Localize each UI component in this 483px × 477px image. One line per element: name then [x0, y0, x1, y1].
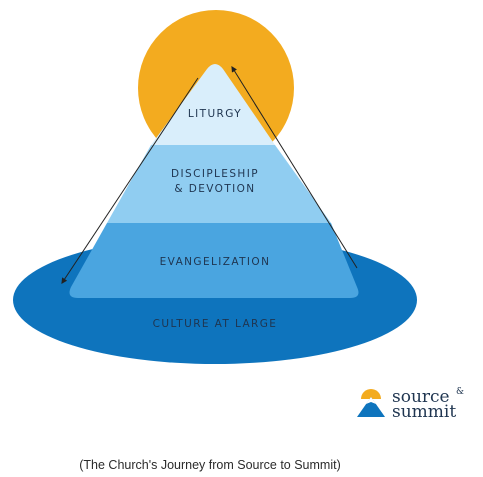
tier-label-discipleship-line1: DISCIPLESHIP [171, 168, 259, 180]
brand-logo: source & summit [357, 387, 464, 422]
brand-name-line2: summit [392, 402, 456, 422]
tier-label-culture: CULTURE AT LARGE [153, 318, 278, 330]
tier-label-evangelization: EVANGELIZATION [160, 256, 271, 268]
tier-top [151, 64, 275, 145]
tier-label-discipleship-line2: & DEVOTION [174, 183, 255, 195]
sun-over-mountain-icon [357, 389, 385, 417]
tier-third [69, 223, 359, 298]
tier-label-liturgy: LITURGY [188, 108, 242, 120]
descent-arrow [61, 77, 199, 284]
diagram-caption: (The Church's Journey from Source to Sum… [79, 458, 341, 472]
brand-name-line1: source [392, 387, 450, 407]
tier-second [107, 145, 331, 223]
brand-name-amp: & [456, 387, 464, 397]
ascent-arrow [231, 65, 358, 269]
